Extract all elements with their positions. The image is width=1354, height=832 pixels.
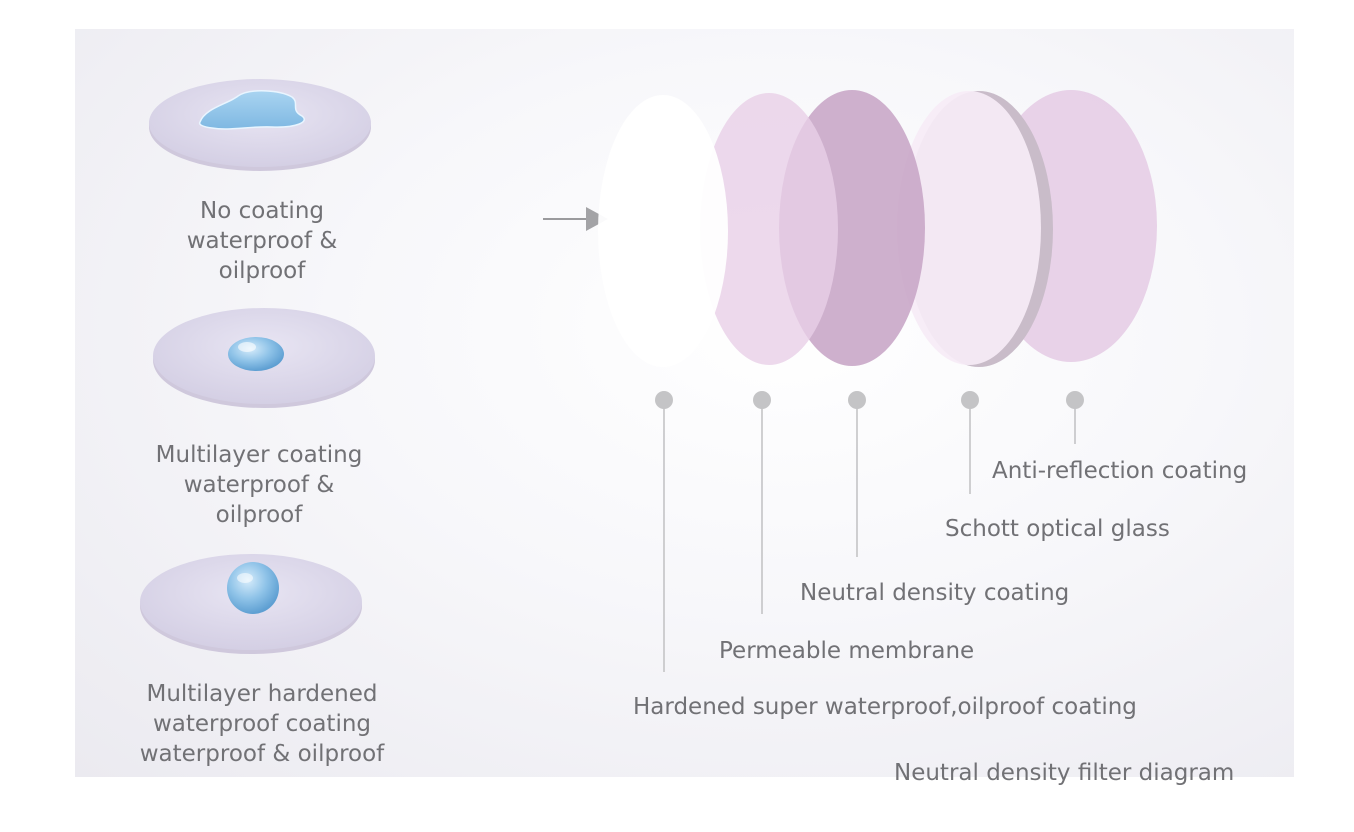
layer-ellipse-hardened-coating [598, 95, 728, 367]
layer-ellipse-schott-glass [897, 91, 1041, 365]
label-neutral-density: Neutral density coating [800, 580, 1070, 606]
caption-line: oilproof [215, 502, 303, 528]
disc-multilayer-hardened [140, 554, 362, 654]
filter-stack [598, 90, 1157, 367]
caption-line: waterproof & [186, 228, 338, 254]
caption-line: No coating [200, 198, 324, 224]
leader-lines [655, 391, 1084, 672]
label-permeable-membrane: Permeable membrane [719, 638, 975, 664]
caption-line: waterproof & oilproof [139, 741, 385, 767]
arrow-right-icon [543, 207, 608, 231]
caption-line: waterproof & [183, 472, 335, 498]
layer-ellipse-permeable-membrane [700, 93, 838, 365]
label-hardened-coating: Hardened super waterproof,oilproof coati… [633, 694, 1137, 720]
caption-no-coating: No coating waterproof & oilproof [187, 196, 338, 286]
disc-no-coating [149, 79, 371, 171]
disc-multilayer [153, 308, 375, 408]
caption-multilayer: Multilayer coating waterproof & oilproof [156, 440, 363, 530]
water-sphere-icon [227, 562, 279, 614]
caption-line: Multilayer hardened [146, 681, 378, 707]
water-bead-icon [228, 337, 284, 371]
caption-multilayer-hardened: Multilayer hardened waterproof coating w… [140, 679, 385, 769]
water-puddle-icon [198, 90, 305, 130]
label-schott-glass: Schott optical glass [945, 516, 1170, 542]
label-anti-reflection: Anti-reflection coating [992, 458, 1248, 484]
diagram-caption: Neutral density filter diagram [894, 760, 1235, 786]
caption-line: oilproof [218, 258, 306, 284]
caption-line: waterproof coating [152, 711, 372, 737]
caption-line: Multilayer coating [155, 442, 363, 468]
